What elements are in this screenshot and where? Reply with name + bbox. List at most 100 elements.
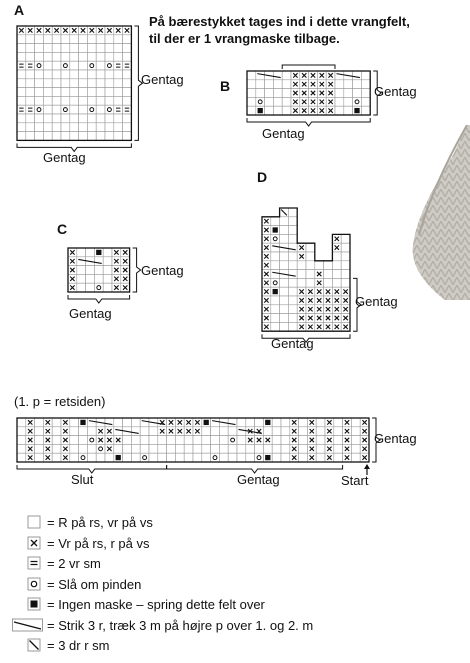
- knit-sample-photo: [412, 125, 470, 300]
- start-arrowhead-icon: [364, 464, 370, 469]
- chart-b-gentag-bottom: Gentag: [262, 126, 305, 141]
- cross-icon: [326, 419, 332, 425]
- cross-icon: [98, 27, 104, 33]
- circle-icon: [106, 107, 112, 113]
- equals-icon: [124, 107, 130, 112]
- long-slant-icon: [272, 271, 296, 277]
- cross-icon: [310, 72, 316, 78]
- chart-b-bracket-right: [373, 70, 383, 116]
- equals-icon: [19, 107, 24, 112]
- cross-icon: [45, 428, 51, 434]
- cross-icon: [307, 306, 313, 312]
- cross-icon: [362, 428, 368, 434]
- cross-icon: [122, 258, 128, 264]
- cross-icon: [62, 428, 68, 434]
- cross-icon: [69, 276, 75, 282]
- cross-icon: [319, 81, 325, 87]
- cross-icon: [343, 306, 349, 312]
- cross-icon: [159, 419, 165, 425]
- cross-icon: [334, 289, 340, 295]
- cross-icon: [263, 297, 269, 303]
- cross-icon: [309, 437, 315, 443]
- circle-icon: [272, 236, 278, 242]
- cross-icon: [316, 271, 322, 277]
- chart-d-bracket-bottom: [261, 334, 351, 344]
- filled-square-icon: [265, 454, 271, 461]
- circle-icon: [36, 107, 42, 113]
- circle-icon: [89, 437, 95, 443]
- cross-icon: [62, 455, 68, 461]
- circle-icon: [142, 455, 148, 461]
- equals-icon: [124, 63, 130, 68]
- cross-icon: [325, 289, 331, 295]
- equals-square-icon: [27, 556, 41, 570]
- empty-square-icon: [27, 515, 41, 529]
- circle-icon: [62, 107, 68, 113]
- filled-square-icon: [96, 249, 102, 256]
- cross-icon: [301, 90, 307, 96]
- cross-icon: [168, 419, 174, 425]
- legend-text-k3tog-tbl: = 3 dr r sm: [47, 638, 110, 653]
- cross-icon: [319, 99, 325, 105]
- cross-icon: [301, 99, 307, 105]
- cross-icon: [343, 297, 349, 303]
- legend-row-yarnover: = Slå om pinden: [14, 575, 464, 596]
- row-note: (1. p = retsiden): [14, 394, 106, 409]
- cross-icon: [319, 90, 325, 96]
- cross-icon: [62, 437, 68, 443]
- cross-icon: [309, 455, 315, 461]
- cross-icon: [263, 315, 269, 321]
- cross-icon: [27, 419, 33, 425]
- long-slant-icon: [12, 618, 43, 631]
- cross-icon: [310, 108, 316, 114]
- cross-icon: [113, 276, 119, 282]
- long-slant-icon: [272, 245, 296, 251]
- main-chart-bracket-right: [372, 417, 381, 463]
- cross-icon: [45, 419, 51, 425]
- cross-icon: [328, 108, 334, 114]
- cross-icon: [115, 27, 121, 33]
- cross-icon: [263, 227, 269, 233]
- cross-icon: [168, 428, 174, 434]
- filled-square-icon: [27, 597, 41, 611]
- equals-icon: [116, 107, 121, 112]
- cross-icon: [27, 437, 33, 443]
- cross-icon: [299, 289, 305, 295]
- cross-icon: [263, 306, 269, 312]
- cross-icon: [45, 437, 51, 443]
- chart-b-bracket-bottom: [246, 118, 371, 127]
- circle-icon: [36, 63, 42, 69]
- cross-icon: [299, 306, 305, 312]
- filled-square-icon: [80, 419, 86, 426]
- cross-icon: [310, 99, 316, 105]
- cross-icon: [291, 455, 297, 461]
- cross-icon: [307, 297, 313, 303]
- cross-icon: [194, 419, 200, 425]
- cross-icon: [316, 289, 322, 295]
- cross-icon: [310, 90, 316, 96]
- cross-icon: [106, 437, 112, 443]
- legend-text-pass-over: = Strik 3 r, træk 3 m på højre p over 1.…: [47, 617, 314, 633]
- circle-icon: [106, 63, 112, 69]
- diagonal-square-icon: [27, 638, 41, 652]
- cross-icon: [292, 72, 298, 78]
- circle-icon: [256, 455, 262, 461]
- cross-icon: [89, 27, 95, 33]
- cross-icon: [334, 245, 340, 251]
- legend-text-yarnover: = Slå om pinden: [47, 576, 142, 592]
- cross-icon: [159, 428, 165, 434]
- cross-icon: [27, 428, 33, 434]
- cross-icon: [344, 419, 350, 425]
- cross-icon: [177, 419, 183, 425]
- legend-text-no-stitch: = Ingen maske – spring dette felt over: [47, 597, 265, 612]
- chart-b-gentag-right: Gentag: [374, 84, 417, 99]
- cross-icon: [263, 262, 269, 268]
- cross-icon: [263, 324, 269, 330]
- cross-icon: [344, 437, 350, 443]
- legend-text-p2tog: = 2 vr sm: [47, 556, 101, 571]
- cross-icon: [291, 446, 297, 452]
- cross-icon: [309, 419, 315, 425]
- chart-d-label: D: [257, 169, 268, 185]
- cross-icon: [27, 27, 33, 33]
- main-chart-slut: Slut: [71, 472, 94, 487]
